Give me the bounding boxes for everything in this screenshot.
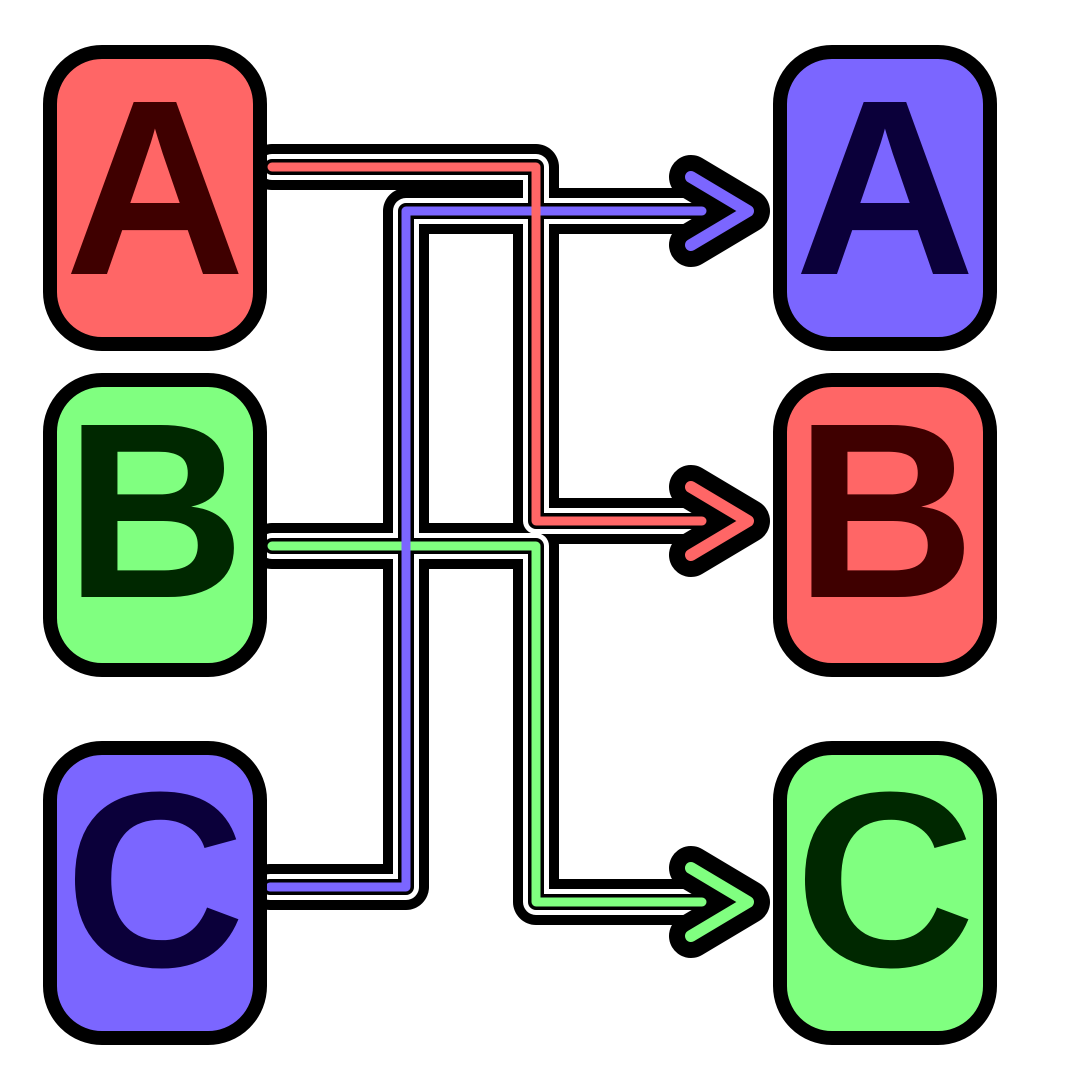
source-node-box-a [43, 45, 267, 351]
target-node-label-a: A [795, 48, 976, 327]
source-node-label-c: C [65, 740, 246, 1019]
source-node-c: C [43, 740, 267, 1045]
connector-outline-green [249, 523, 725, 925]
target-node-c: C [773, 740, 997, 1045]
source-node-label-a: A [65, 48, 246, 327]
connector-inner-outline-green [264, 538, 710, 910]
target-node-box-c [773, 741, 997, 1045]
target-node-box-a [773, 45, 997, 351]
arrowhead-red [685, 481, 754, 561]
arrowhead-blue [685, 171, 754, 251]
connector-layer [247, 144, 770, 958]
source-node-b: B [43, 371, 267, 677]
target-node-label-c: C [795, 740, 976, 1019]
target-node-label-b: B [795, 371, 976, 650]
source-node-a: A [43, 45, 267, 351]
source-node-label-b: B [65, 371, 246, 650]
connector-blue [265, 206, 707, 892]
source-node-box-b [43, 373, 267, 677]
target-node-box-b [773, 373, 997, 677]
arrowhead-green [685, 862, 754, 942]
target-node-a: A [773, 45, 997, 351]
connector-gap-green [259, 533, 715, 915]
target-node-b: B [773, 371, 997, 677]
source-node-box-c [43, 741, 267, 1045]
connector-red [267, 162, 707, 526]
connector-green [267, 541, 707, 907]
